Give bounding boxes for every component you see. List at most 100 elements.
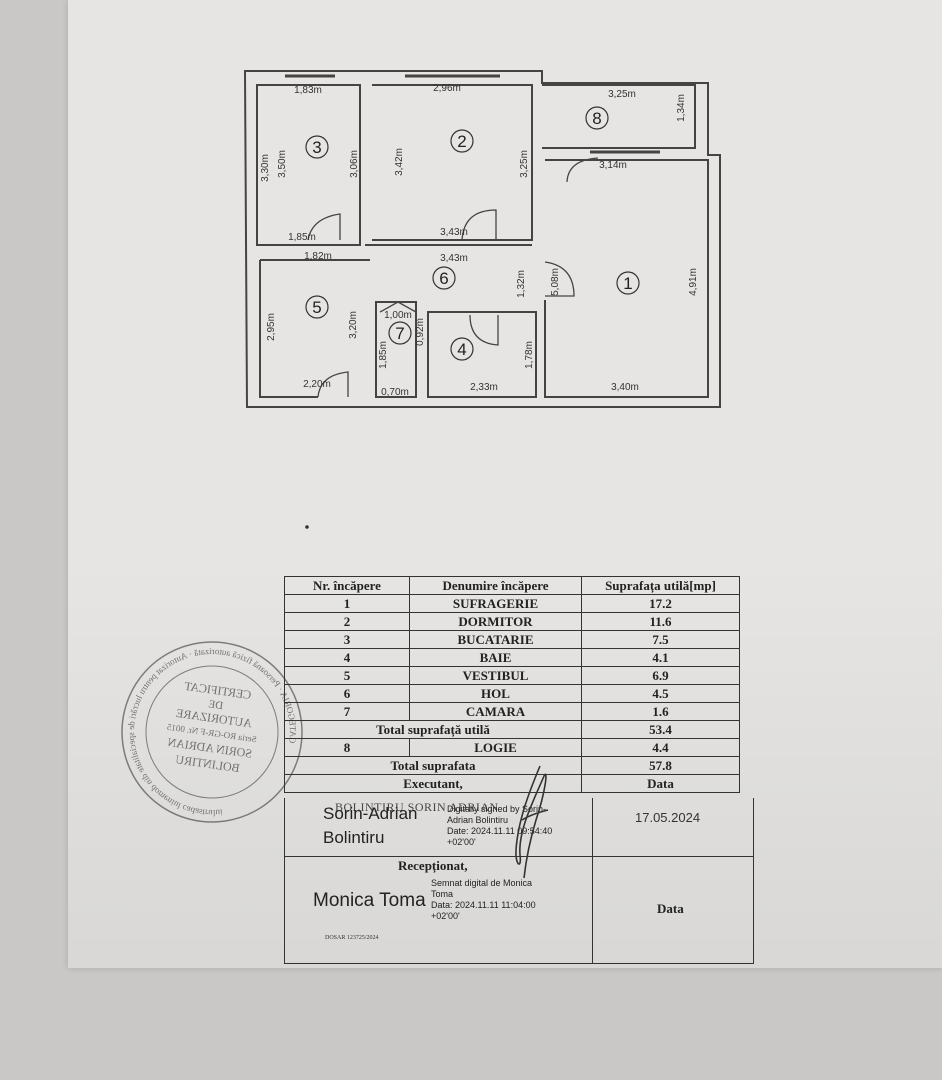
sig-text: Adrian Bolintiru (447, 815, 509, 825)
door-arc (461, 209, 497, 241)
floor-plan: 1 2 3 4 5 6 7 8 1,83m 2,96m 3,25m 3,14m … (243, 70, 721, 529)
table-header-row: Nr. încăpere Denumire încăpere Suprafața… (284, 576, 740, 595)
dim-label: 3,25m (608, 89, 636, 100)
receiver-digital-signature: Semnat digital de Monica Toma Data: 2024… (431, 878, 536, 922)
dim-label: 3,43m (440, 227, 468, 238)
dim-label: 1,34m (676, 94, 687, 122)
room-2-number: 2 (457, 132, 466, 151)
table-row: 6 HOL 4.5 (284, 684, 740, 703)
room-area: 6.9 (581, 666, 740, 685)
table-row: 7 CAMARA 1.6 (284, 702, 740, 721)
room-nr: 5 (284, 666, 410, 685)
sig-text: Semnat digital de Monica (431, 878, 533, 888)
outer-wall (243, 70, 721, 408)
signature-box: BOLINTIRU SORIN ADRIAN Sorin-Adrian Boli… (284, 798, 754, 964)
room-area: 17.2 (581, 594, 740, 613)
room-4-walls (427, 311, 537, 398)
room-7-walls (375, 301, 417, 398)
dim-label: 3,50m (277, 150, 288, 178)
header-room-name: Denumire încăpere (409, 576, 582, 595)
room-name: SUFRAGERIE (409, 594, 582, 613)
window-marks (285, 74, 660, 154)
room-nr: 8 (284, 738, 410, 757)
executant-date: 17.05.2024 (635, 810, 701, 825)
door-arc (317, 371, 349, 398)
room-area: 4.1 (581, 648, 740, 667)
dim-label: 3,20m (348, 311, 359, 339)
receptionat-label: Recepționat, (398, 858, 468, 873)
dim-label: 3,40m (611, 382, 639, 393)
table-row: 5 VESTIBUL 6.9 (284, 666, 740, 685)
dim-label: 3,30m (260, 154, 271, 182)
sig-text: +02'00' (447, 837, 476, 847)
dim-label: 2,20m (303, 379, 331, 390)
dim-label: 1,82m (304, 251, 332, 262)
ink-dot (305, 525, 309, 529)
header-area: Suprafața utilă[mp] (581, 576, 740, 595)
dim-label: 3,06m (349, 150, 360, 178)
room-area: 1.6 (581, 702, 740, 721)
dim-label: 2,96m (433, 83, 461, 94)
dim-label: 3,14m (599, 160, 627, 171)
table-row: 1 SUFRAGERIE 17.2 (284, 594, 740, 613)
room-5-walls (259, 259, 370, 398)
room-8-circle (585, 106, 609, 130)
room-7-number: 7 (395, 324, 404, 343)
room-6-number: 6 (439, 269, 448, 288)
receiver-name: Monica Toma (313, 890, 426, 911)
room-area: 4.5 (581, 684, 740, 703)
room-2-walls (372, 84, 533, 241)
room-nr: 7 (284, 702, 410, 721)
dim-label: 1,85m (378, 341, 389, 369)
receiver-data-label: Data (657, 901, 684, 916)
room-nr: 2 (284, 612, 410, 631)
room-3-walls (256, 84, 361, 246)
authorization-stamp: CATEGORIA · Persoană fizică autorizată ·… (115, 635, 309, 829)
executant-digital-signature: Digitally signed by Sorin- Adrian Bolint… (447, 804, 552, 848)
area-table: Nr. încăpere Denumire încăpere Suprafața… (284, 576, 740, 793)
dim-label: 1,85m (288, 232, 316, 243)
room-6-circle (432, 266, 456, 290)
total-value: 57.8 (581, 756, 740, 775)
receiver-cell: Recepționat, Monica Toma Semnat digital … (285, 857, 593, 963)
room-name: BAIE (409, 648, 582, 667)
dosar-number: DOSAR 123725/2024 (325, 935, 379, 941)
dim-label: 2,33m (470, 382, 498, 393)
room-nr: 6 (284, 684, 410, 703)
room-name: BUCATARIE (409, 630, 582, 649)
room-1-number: 1 (623, 274, 632, 293)
total-util-value: 53.4 (581, 720, 740, 739)
document-paper (68, 0, 942, 968)
room-nr: 1 (284, 594, 410, 613)
table-row: 2 DORMITOR 11.6 (284, 612, 740, 631)
door-arc (307, 213, 341, 241)
room-name: HOL (409, 684, 582, 703)
executant-date-cell: 17.05.2024 (593, 798, 753, 857)
dim-label: 2,95m (266, 313, 277, 341)
room-1-circle (616, 271, 640, 295)
executant-cell: BOLINTIRU SORIN ADRIAN Sorin-Adrian Boli… (285, 798, 593, 857)
receiver-date-cell: Data (593, 857, 753, 963)
dim-label: 3,43m (440, 253, 468, 264)
executant-name-line1: Sorin-Adrian (323, 804, 418, 823)
table-row: 4 BAIE 4.1 (284, 648, 740, 667)
sig-text: +02'00' (431, 911, 460, 921)
room-name: LOGIE (409, 738, 582, 757)
executant-name-line2: Bolintiru (323, 828, 385, 847)
handwritten-signature (515, 765, 549, 879)
table-row: 8 LOGIE 4.4 (284, 738, 740, 757)
room-2-circle (450, 129, 474, 153)
room-area: 7.5 (581, 630, 740, 649)
dim-label: 0,92m (415, 318, 426, 346)
dim-label: 5,08m (550, 268, 561, 296)
dim-label: 4,91m (688, 268, 699, 296)
total-util-label: Total suprafață utilă (284, 720, 582, 739)
dim-label: 1,83m (294, 85, 322, 96)
room-1-walls (544, 159, 709, 398)
dim-label: 3,25m (519, 150, 530, 178)
room-name: VESTIBUL (409, 666, 582, 685)
door-arc (566, 157, 599, 183)
room-area: 4.4 (581, 738, 740, 757)
room-8-walls (542, 84, 696, 149)
room-7-circle (388, 321, 412, 345)
